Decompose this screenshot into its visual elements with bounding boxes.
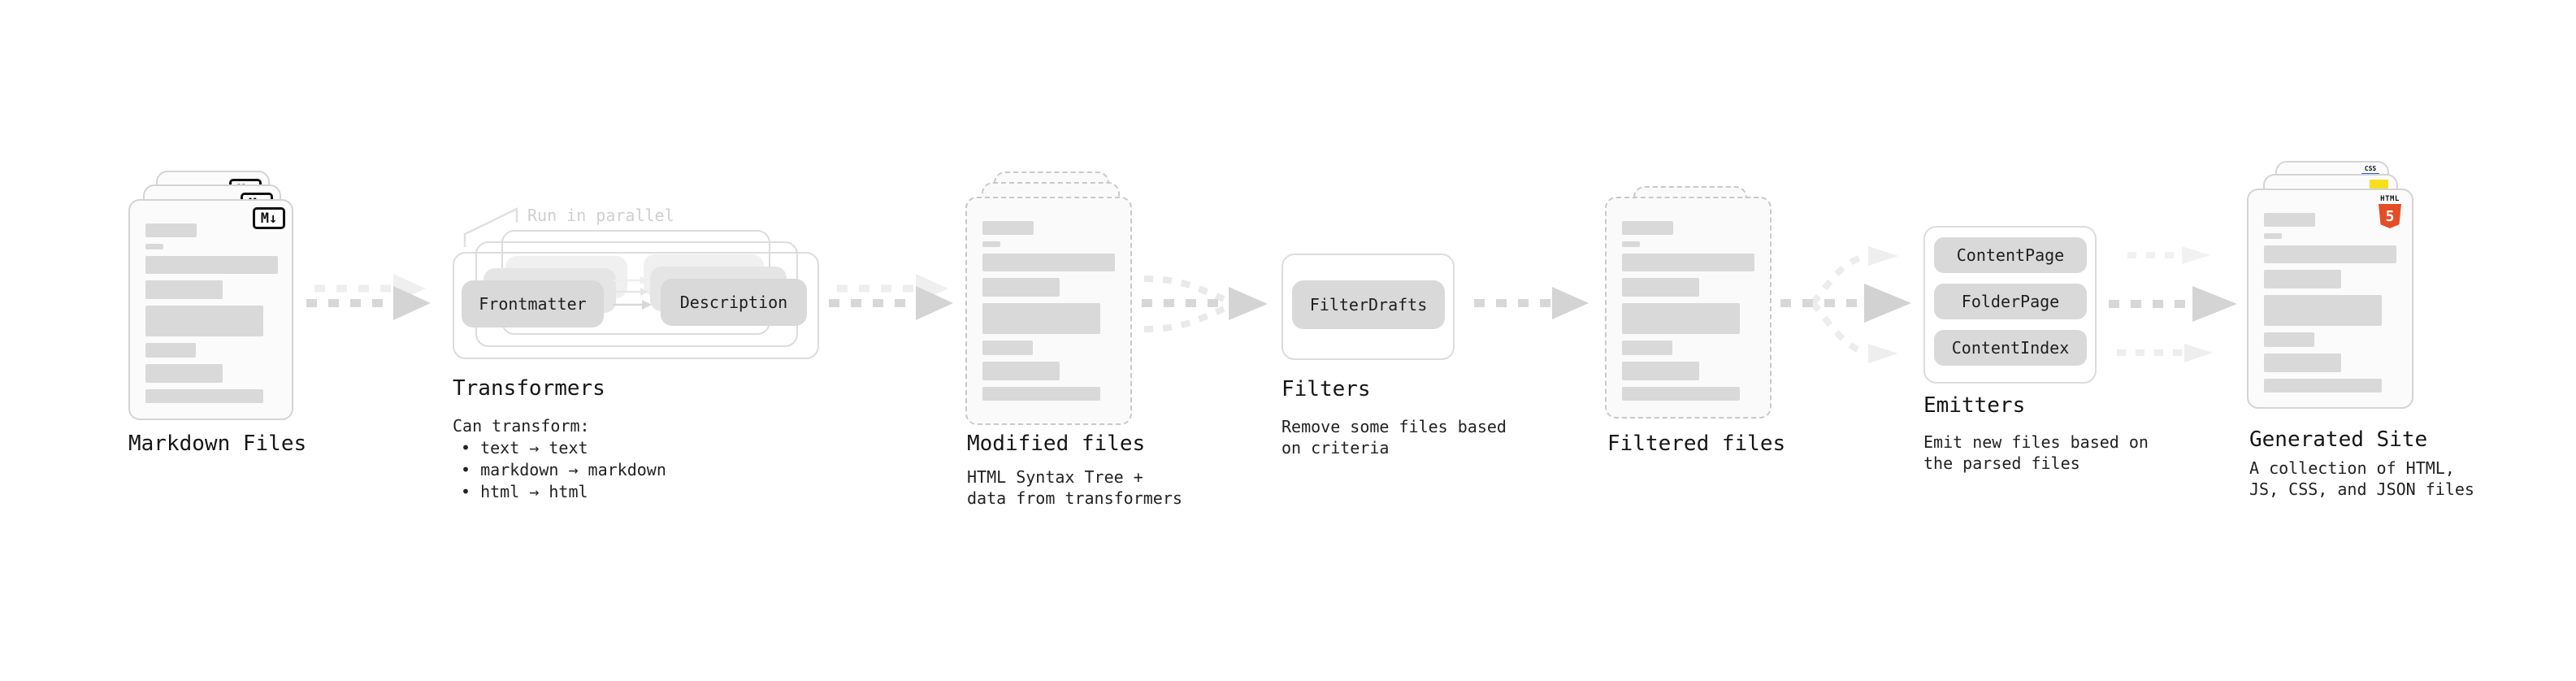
frontmatter-pill: Frontmatter (462, 280, 604, 327)
bullet-item: text → text (461, 437, 666, 459)
markdown-file-card-front: M↓ (128, 199, 293, 420)
css-label: CSS (2364, 165, 2377, 172)
emitter-pill-list: ContentPage FolderPage ContentIndex (1934, 237, 2087, 366)
markdown-files-title: Markdown Files (128, 432, 307, 456)
document-content-placeholder (982, 221, 1115, 401)
generated-site-caption: A collection of HTML, JS, CSS, and JSON … (2249, 458, 2474, 499)
arrow-filters-to-filtered (1474, 287, 1589, 319)
arrow-transformers-to-modified (829, 274, 953, 320)
filters-title: Filters (1281, 377, 1371, 401)
arrow-filtered-to-emitters-fanout (1780, 246, 1911, 363)
html5-icon: HTML 5 (2378, 195, 2402, 228)
document-content-placeholder (1622, 221, 1754, 401)
transformer-frame-front (453, 252, 819, 359)
document-content-placeholder (145, 223, 278, 403)
transformers-caption: Can transform: (453, 416, 590, 436)
bullet-item: html → html (461, 481, 666, 503)
filters-caption: Remove some files based on criteria (1281, 417, 1507, 458)
folderpage-pill: FolderPage (1934, 284, 2087, 319)
contentindex-pill: ContentIndex (1934, 330, 2087, 366)
annotation-connector-line (463, 207, 518, 247)
modified-files-caption: HTML Syntax Tree + data from transformer… (967, 467, 1182, 508)
modified-file-card-front (965, 197, 1132, 425)
arrow-emitters-to-generated (2109, 246, 2237, 362)
emitters-caption: Emit new files based on the parsed files (1923, 432, 2149, 473)
emitters-title: Emitters (1923, 393, 2026, 418)
contentpage-pill: ContentPage (1934, 237, 2087, 273)
document-content-placeholder (2264, 213, 2396, 393)
generated-file-card-front: HTML 5 (2247, 189, 2413, 409)
parallel-arrows-icon (614, 276, 652, 310)
html5-shield: 5 (2379, 204, 2401, 228)
html5-word: HTML (2380, 195, 2400, 203)
markdown-icon: M↓ (253, 207, 285, 229)
arrow-modified-to-filters-merge (1142, 275, 1268, 332)
run-in-parallel-label: Run in parallel (527, 206, 674, 225)
js-file-icon (2370, 180, 2388, 189)
generated-site-title: Generated Site (2249, 427, 2428, 452)
filterdrafts-pill: FilterDrafts (1292, 280, 1445, 329)
arrow-markdown-to-transformers (306, 274, 431, 320)
filtered-files-title: Filtered files (1607, 432, 1786, 456)
description-pill: Description (661, 279, 807, 326)
bullet-item: markdown → markdown (461, 459, 666, 481)
transformers-bullet-list: text → text markdown → markdown html → h… (461, 437, 666, 503)
modified-files-title: Modified files (967, 432, 1146, 456)
html5-number: 5 (2385, 207, 2395, 225)
filtered-file-card-front (1605, 197, 1772, 419)
transformers-title: Transformers (453, 376, 605, 401)
